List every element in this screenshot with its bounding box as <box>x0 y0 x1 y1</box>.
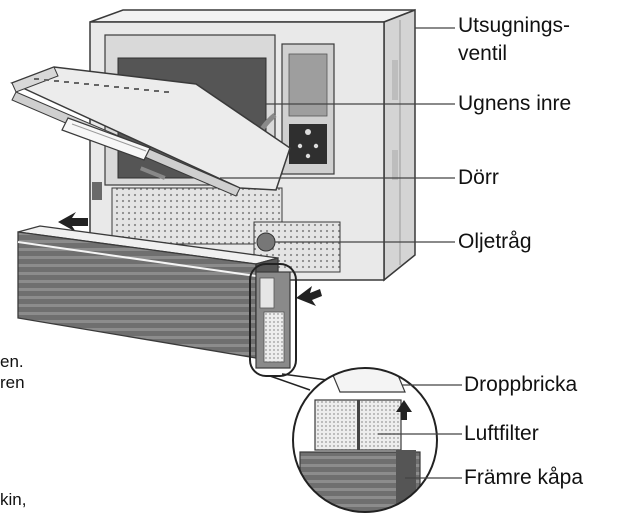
label-oven-interior: Ugnens inre <box>458 92 572 115</box>
leader-lines <box>220 27 462 479</box>
label-door: Dörr <box>458 166 499 189</box>
removal-arrows <box>58 212 322 306</box>
text-fragment-1: en. <box>0 352 24 371</box>
oven-door <box>10 66 291 197</box>
filter-assembly-small <box>255 271 291 369</box>
zoom-detail <box>292 367 438 513</box>
label-front-cover: Främre kåpa <box>464 466 584 489</box>
label-drip-tray: Droppbricka <box>464 373 578 396</box>
foot-left <box>92 182 102 200</box>
highlight-outline <box>249 263 297 377</box>
label-oil-tray: Oljetråg <box>458 230 532 253</box>
text-fragment-2: ren <box>0 373 25 392</box>
label-exhaust-valve-line2: ventil <box>458 42 508 65</box>
zoom-connector-top <box>269 375 311 391</box>
text-fragment-3: kin, <box>0 490 27 509</box>
label-exhaust-valve-line1: Utsugnings- <box>458 14 571 37</box>
label-air-filter: Luftfilter <box>464 422 539 445</box>
control-panel <box>281 43 335 175</box>
